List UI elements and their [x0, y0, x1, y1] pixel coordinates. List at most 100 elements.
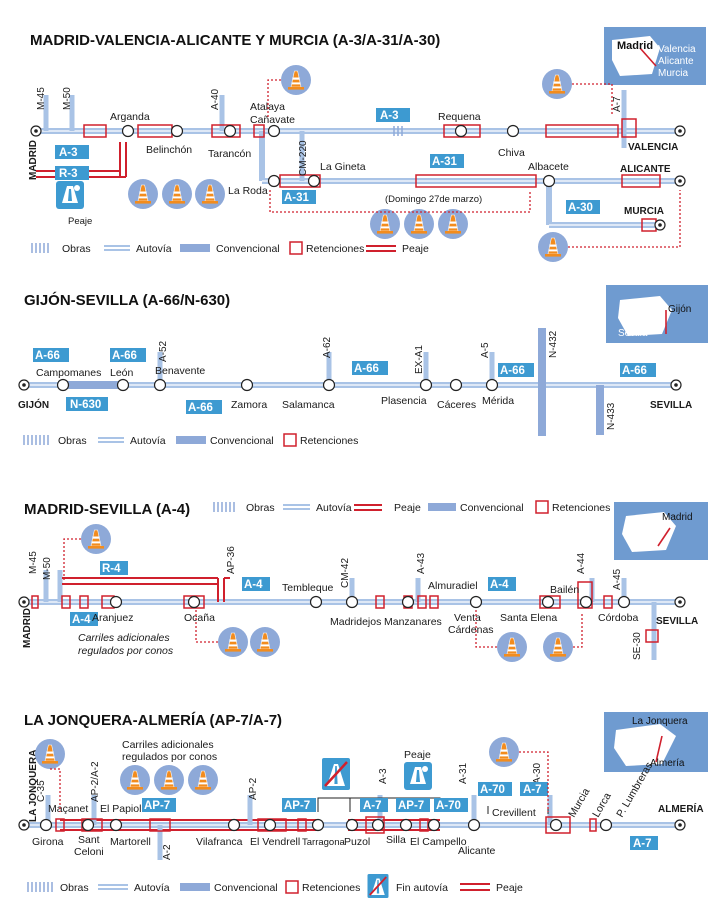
s4-plate-a7-2: A-7 — [523, 784, 542, 796]
s3-legend-convencional: Convencional — [460, 502, 524, 514]
cone-icon — [161, 178, 193, 210]
s1-plate-a3: A-3 — [380, 110, 399, 122]
s1-inset-alicante: Alicante — [658, 56, 694, 67]
s4-road-c35: C-35 — [36, 780, 47, 802]
s4-toll-icon — [404, 762, 432, 790]
s4-inset-jonquera: La Jonquera — [632, 716, 688, 727]
s1-legend-peaje: Peaje — [402, 243, 429, 255]
s1-plate-r3: R-3 — [59, 168, 78, 180]
s2-plate-a66-4: A-66 — [354, 363, 379, 375]
s3-place-madridejos: Madridejos — [330, 616, 381, 628]
s3-legend-retenciones: Retenciones — [552, 502, 610, 514]
cone-icon — [187, 764, 219, 796]
s2-legend-convencional: Convencional — [210, 435, 274, 447]
s2-plate-n630: N-630 — [70, 399, 101, 411]
s1-plates: A-3 R-3 A-3 A-31 A-31 A-30 — [55, 108, 600, 214]
s3-place-cardenas: Cárdenas — [448, 624, 494, 636]
cone-icon — [119, 764, 151, 796]
s4-legend-fin-autovia: Fin autovía — [396, 882, 448, 894]
s3-road-cm42: CM-42 — [340, 558, 351, 588]
s3-road-a43: A-43 — [416, 552, 427, 574]
s1-inset-madrid: Madrid — [617, 40, 653, 52]
s2-road-a52: A-52 — [158, 340, 169, 362]
s2-inset-sevilla: Sevilla — [618, 328, 648, 339]
s4-legend-peaje: Peaje — [496, 882, 523, 894]
s1-title: MADRID-VALENCIA-ALICANTE Y MURCIA (A-3/A… — [30, 32, 440, 49]
s1-end-markers — [30, 125, 686, 231]
s2-place-caceres: Cáceres — [437, 399, 476, 411]
s1-place-albacete: Albacete — [528, 161, 569, 173]
cone-icon — [537, 231, 569, 263]
s4-peaje-label: Peaje — [404, 749, 431, 761]
s3-road-se30: SE-30 — [632, 632, 643, 660]
s3-nodes — [18, 595, 686, 609]
s1-end-madrid: MADRID — [28, 140, 39, 180]
s2-road-a62: A-62 — [322, 336, 333, 358]
s2-road-exa1: EX-A1 — [414, 345, 425, 374]
s1-end-alicante: ALICANTE — [620, 164, 671, 175]
s3-plate-a4-1: A-4 — [244, 579, 263, 591]
s2-place-plasencia: Plasencia — [381, 395, 427, 407]
s4-legend-autovia: Autovía — [134, 882, 170, 894]
cone-icon — [194, 178, 226, 210]
section-1: MADRID-VALENCIA-ALICANTE Y MURCIA (A-3/A… — [28, 27, 706, 263]
s4-note-line2: regulados por conos — [122, 751, 217, 763]
fin-autovia-icon — [320, 756, 352, 792]
s2-title: GIJÓN-SEVILLA (A-66/N-630) — [24, 291, 230, 309]
s3-place-cordoba: Córdoba — [598, 612, 638, 624]
s3-road-a45: A-45 — [612, 568, 623, 590]
s3-plate-r4: R-4 — [102, 563, 121, 575]
s1-place-requena: Requena — [438, 111, 481, 123]
s2-place-zamora: Zamora — [231, 399, 267, 411]
s1-legend-convencional: Convencional — [216, 243, 280, 255]
s3-inset-sevilla: Sevilla — [624, 532, 654, 543]
s2-legend-retenciones: Retenciones — [300, 435, 358, 447]
s2-plate-a66-2: A-66 — [112, 350, 137, 362]
s1-inset-map: Madrid Valencia Alicante Murcia — [604, 27, 706, 85]
s4-place-puzol: Puzol — [344, 836, 370, 848]
s3-end-sevilla: SEVILLA — [656, 616, 698, 627]
s1-legend-obras: Obras — [62, 243, 91, 255]
s2-road-n432: N-432 — [548, 330, 559, 358]
s2-place-merida: Mérida — [482, 395, 514, 407]
s3-retentions — [31, 581, 659, 643]
s4-road-ap2a2: AP-2/A-2 — [90, 761, 101, 802]
s1-road-a7: A-7 — [612, 96, 623, 112]
s4-legend-retenciones: Retenciones — [302, 882, 360, 894]
legend-fin-autovia-icon — [366, 873, 390, 899]
s2-plates: A-66 A-66 N-630 A-66 A-66 A-66 A-66 — [33, 348, 656, 414]
s3-road-m45: M-45 — [28, 551, 39, 574]
cone-icon — [403, 208, 435, 240]
s4-road-ap2: AP-2 — [248, 777, 259, 800]
s3-plate-a4-2: A-4 — [72, 614, 91, 626]
s3-leaders — [63, 538, 583, 648]
s4-plate-a70-2: A-70 — [480, 784, 505, 796]
s1-place-laroda: La Roda — [228, 185, 268, 197]
s4-road-a2: A-2 — [162, 844, 173, 860]
s4-leaders — [50, 751, 549, 812]
cone-icon — [80, 523, 112, 555]
s4-place-crevillent: Crevillent — [492, 807, 536, 819]
s4-place-murcia: Murcia — [566, 786, 592, 819]
s4-end-almeria: ALMERÍA — [658, 802, 704, 815]
s4-place-alicante: Alicante — [458, 845, 496, 857]
s4-inset-almeria: Almería — [650, 758, 685, 769]
s4-nodes — [18, 818, 686, 832]
s4-legend-convencional: Convencional — [214, 882, 278, 894]
s4-plates: AP-7 AP-7 A-7 AP-7 A-70 A-70 A-7 A-7 — [142, 782, 658, 850]
s2-legend: Obras Autovía Convencional Retenciones — [23, 433, 358, 447]
s4-end-jonquera: LA JONQUERA — [28, 750, 39, 822]
s3-inset-map: Madrid Sevilla — [614, 502, 708, 560]
s4-road-a3: A-3 — [378, 768, 389, 784]
s1-place-arganda: Arganda — [110, 111, 150, 123]
section-2: GIJÓN-SEVILLA (A-66/N-630) Gijón Sevilla — [18, 285, 708, 447]
s1-road-a40: A-40 — [210, 88, 221, 110]
s2-place-salamanca: Salamanca — [282, 399, 335, 411]
s2-plate-a66-3: A-66 — [188, 402, 213, 414]
cone-icon — [127, 178, 159, 210]
s2-place-benavente: Benavente — [155, 365, 205, 377]
s1-nodes — [121, 124, 556, 188]
s1-roads — [36, 90, 680, 228]
cone-icon — [542, 631, 574, 663]
cone-icon — [541, 68, 573, 100]
